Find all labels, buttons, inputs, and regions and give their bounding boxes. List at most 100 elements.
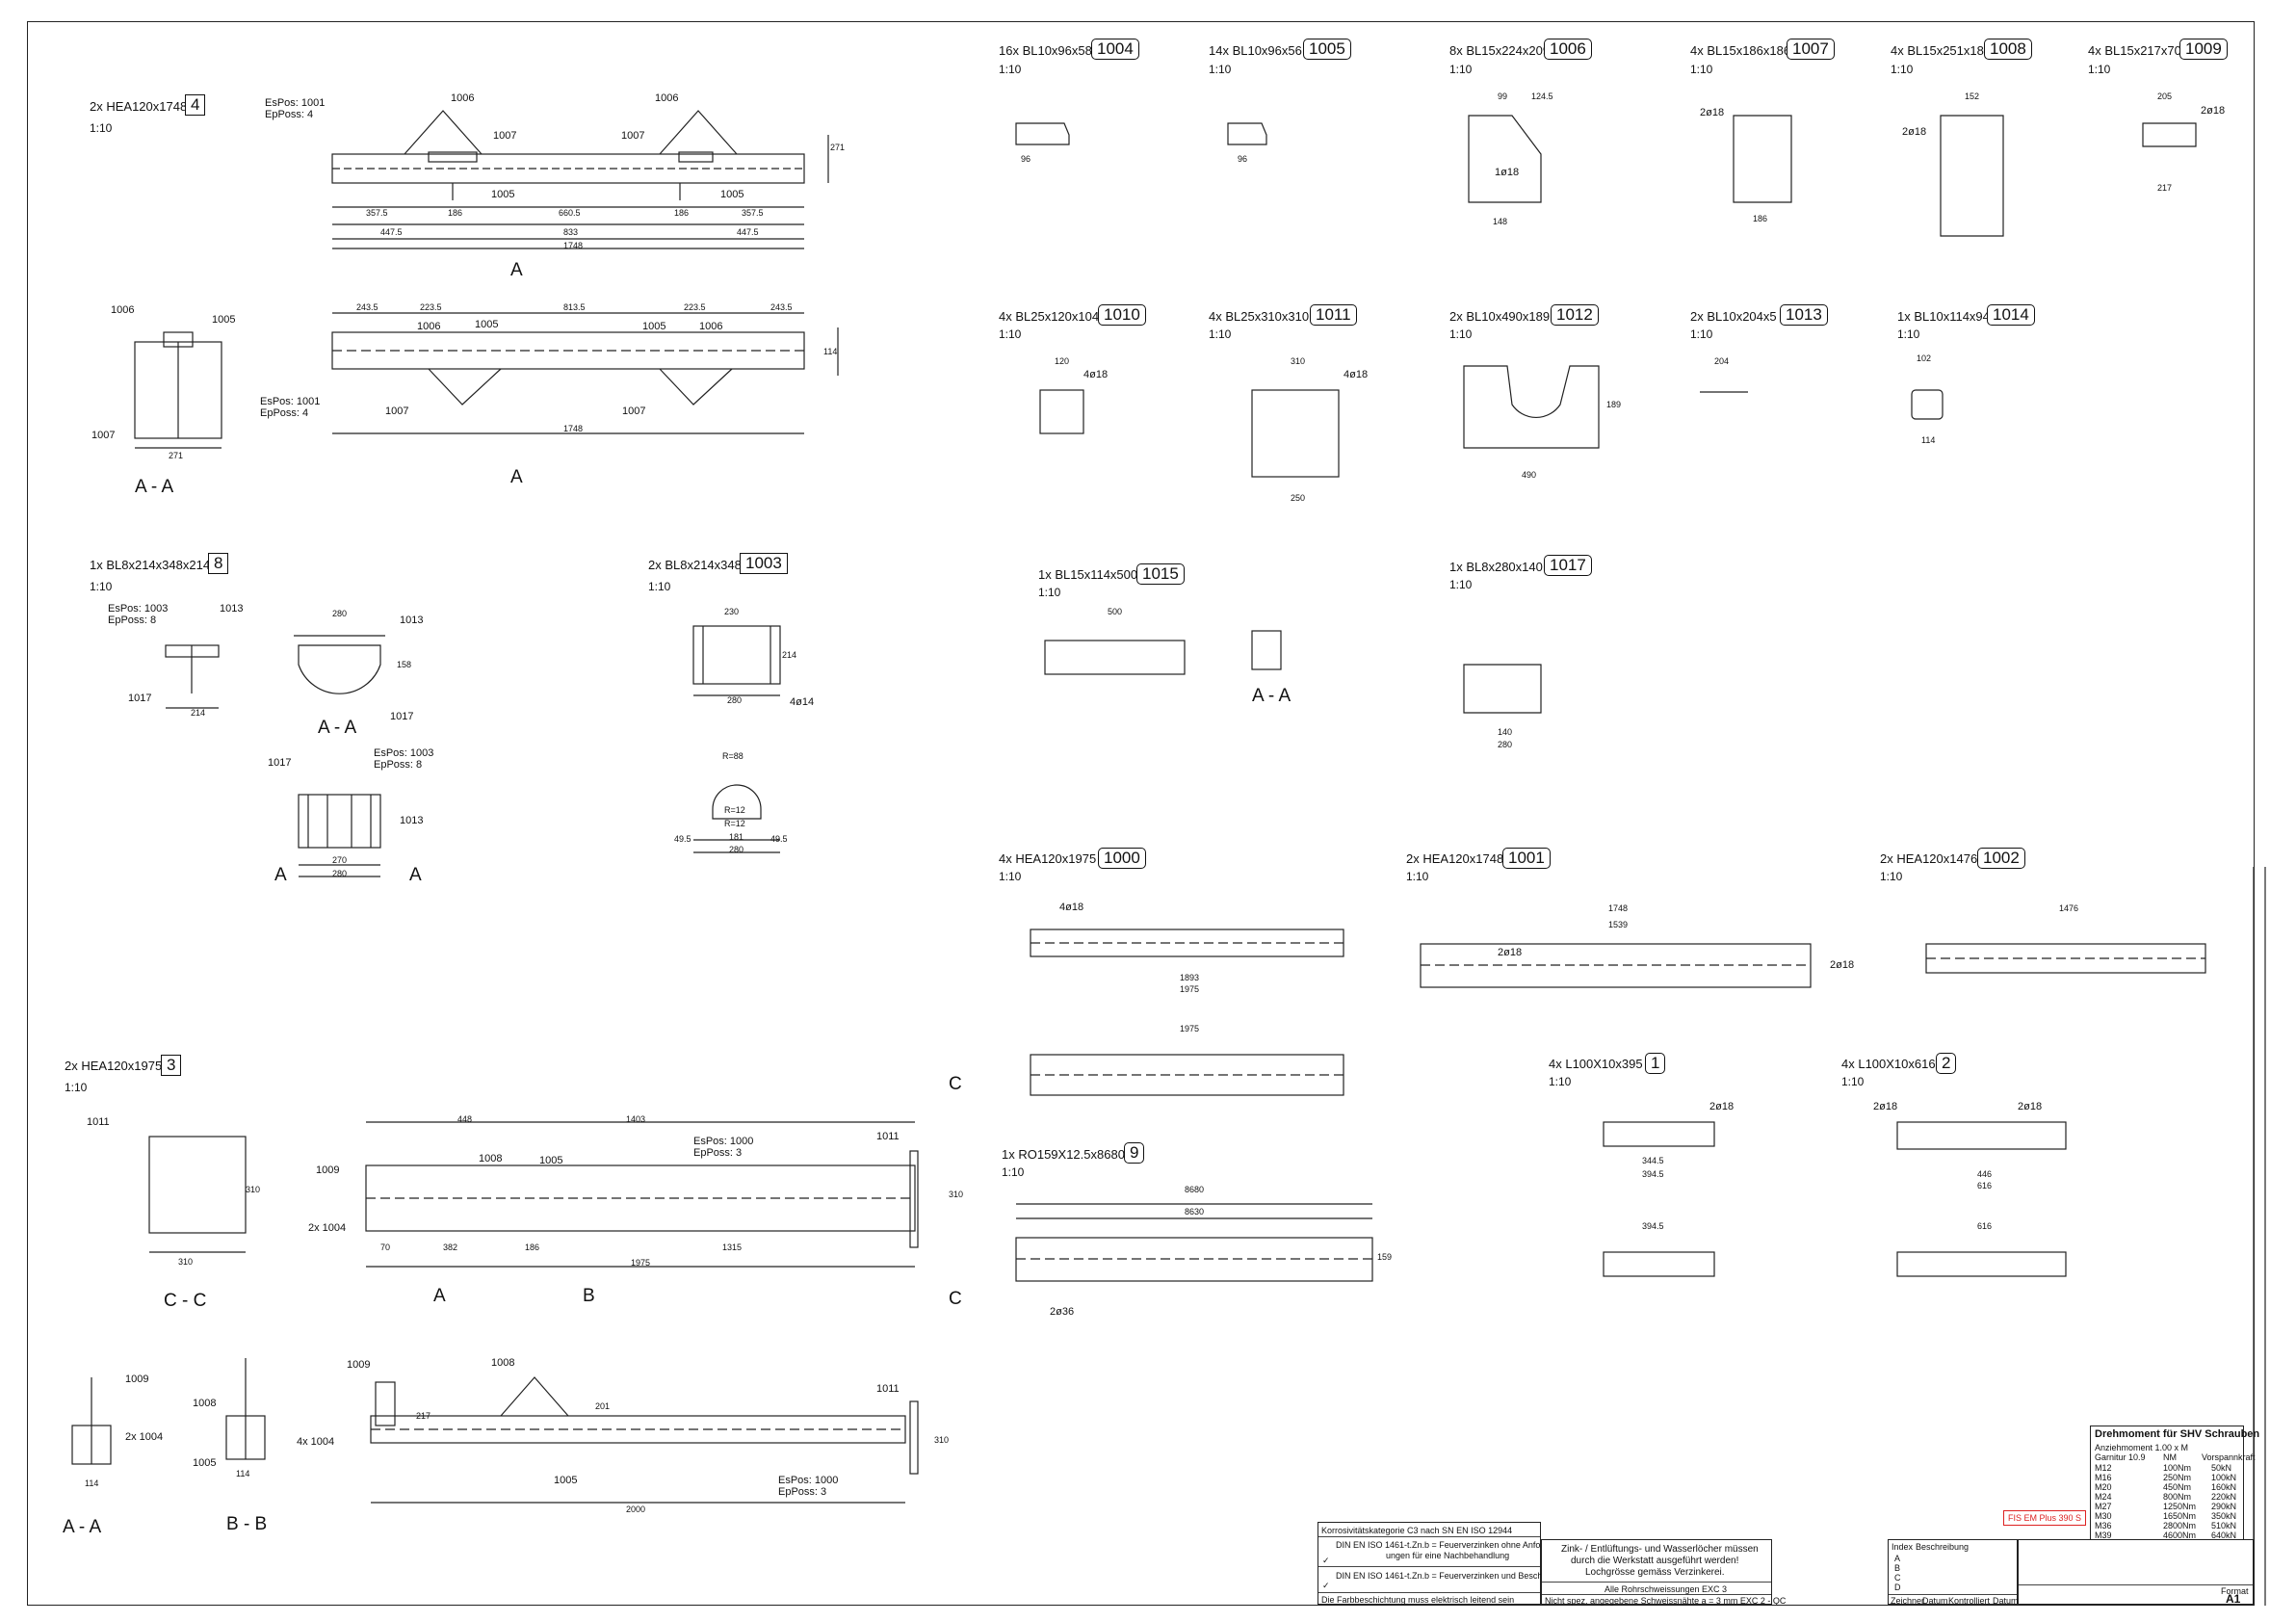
hole-callout: 4ø18 bbox=[1344, 369, 1369, 380]
part-title: 2x HEA120x1975 bbox=[65, 1059, 163, 1073]
torque-cell: 160kN bbox=[2211, 1482, 2237, 1492]
footer-label: Datum bbox=[1922, 1596, 1948, 1606]
part-title: 16x BL10x96x58 bbox=[999, 43, 1092, 58]
dimension: 1476 bbox=[2059, 903, 2079, 913]
dimension: 1975 bbox=[1180, 1024, 1200, 1033]
dimension: 158 bbox=[397, 660, 412, 669]
part-title: 4x BL25x120x104 bbox=[999, 309, 1100, 324]
part-title: 4x L100X10x395 bbox=[1549, 1057, 1643, 1071]
note-korrosion: Korrosivitätskategorie C3 nach SN EN ISO… bbox=[1321, 1526, 1513, 1535]
part-number-box: 1015 bbox=[1136, 563, 1185, 585]
shop-note: Zink- / Entlüftungs- und Wasserlöcher mü… bbox=[1561, 1544, 1759, 1555]
dimension: 271 bbox=[830, 143, 846, 152]
dimension: 1975 bbox=[1180, 984, 1200, 994]
dimension: 250 bbox=[1291, 493, 1306, 503]
torque-cell: M27 bbox=[2095, 1502, 2112, 1511]
dimension: 447.5 bbox=[737, 227, 759, 237]
plate-sketches bbox=[1015, 115, 2197, 714]
part-title: 4x L100X10x616 bbox=[1841, 1057, 1936, 1071]
part-title: 2x HEA120x1748 bbox=[90, 99, 188, 114]
torque-cell: 50kN bbox=[2211, 1463, 2232, 1473]
part-title: 2x HEA120x1748 bbox=[1406, 851, 1504, 866]
part-number-box: 1008 bbox=[1984, 39, 2032, 60]
eposs-label: EpPoss: 4 bbox=[265, 109, 314, 120]
part-number-box: 1013 bbox=[1780, 304, 1828, 326]
hole-callout: 2ø18 bbox=[1902, 126, 1927, 138]
dimension: 382 bbox=[443, 1243, 458, 1252]
ref-1006: 1006 bbox=[451, 92, 475, 104]
dimension: 223.5 bbox=[684, 302, 706, 312]
hole-callout: 4ø18 bbox=[1083, 369, 1109, 380]
dimension: 357.5 bbox=[366, 208, 388, 218]
scale-label: 1:10 bbox=[648, 580, 671, 593]
part-title: 1x RO159X12.5x8680 bbox=[1002, 1147, 1125, 1162]
torque-cell: M16 bbox=[2095, 1473, 2112, 1482]
eposs-label: EpPoss: 8 bbox=[374, 759, 423, 771]
hole-callout: 2ø36 bbox=[1050, 1306, 1075, 1318]
section-label: A - A bbox=[318, 718, 357, 738]
part-title: 4x BL15x217x70 bbox=[2088, 43, 2181, 58]
part-number-box: 1002 bbox=[1977, 848, 2025, 869]
ref-1007: 1007 bbox=[621, 130, 645, 142]
ref-1006: 1006 bbox=[417, 321, 441, 332]
dimension: 280 bbox=[729, 845, 744, 854]
dimension: 500 bbox=[1108, 607, 1123, 616]
part-title: 4x BL15x186x186 bbox=[1690, 43, 1791, 58]
espos-label: EsPos: 1001 bbox=[265, 97, 326, 109]
dimension: 280 bbox=[332, 869, 348, 878]
part-4-plan bbox=[331, 312, 839, 434]
dimension: 204 bbox=[1714, 356, 1730, 366]
torque-cell: 4600Nm bbox=[2163, 1530, 2197, 1540]
part-title: 14x BL10x96x56 bbox=[1209, 43, 1302, 58]
part-number-box: 1006 bbox=[1544, 39, 1592, 60]
revision-index: B bbox=[1894, 1563, 1901, 1573]
scale-label: 1:10 bbox=[1038, 586, 1061, 599]
hole-callout: 2ø18 bbox=[1873, 1101, 1898, 1112]
dimension: 1748 bbox=[563, 241, 584, 250]
part-title: 1x BL8x280x140 bbox=[1449, 560, 1543, 574]
drawing-frame bbox=[27, 21, 2255, 1606]
revision-index: D bbox=[1894, 1583, 1901, 1592]
format-caption: Format bbox=[2221, 1586, 2249, 1596]
eposs-label: EpPoss: 4 bbox=[260, 407, 309, 419]
dimension: 189 bbox=[1606, 400, 1622, 409]
ref-1005: 1005 bbox=[193, 1457, 217, 1469]
cut-marker-a: A bbox=[433, 1286, 446, 1306]
part-number-box: 1017 bbox=[1544, 555, 1592, 576]
dimension: 96 bbox=[1021, 154, 1031, 164]
dimension: 344.5 bbox=[1642, 1156, 1664, 1165]
title-block-lines bbox=[2253, 867, 2266, 1606]
part-number-box: 1009 bbox=[2179, 39, 2228, 60]
scale-label: 1:10 bbox=[1690, 327, 1713, 341]
scale-label: 1:10 bbox=[1449, 578, 1473, 591]
dimension: 205 bbox=[2157, 92, 2173, 101]
hole-callout: 2ø18 bbox=[1498, 947, 1523, 958]
ref-1011: 1011 bbox=[87, 1116, 110, 1128]
dimension: 99 bbox=[1498, 92, 1508, 101]
hole-callout: 4ø18 bbox=[1059, 902, 1084, 913]
scale-label: 1:10 bbox=[1891, 63, 1914, 76]
dimension: 270 bbox=[332, 855, 348, 865]
footer-label: Datum bbox=[1993, 1596, 2019, 1606]
dimension: 310 bbox=[949, 1190, 964, 1199]
radius-callout: R=88 bbox=[722, 751, 744, 761]
shop-note: Lochgrösse gemäss Verzinkerei. bbox=[1585, 1567, 1725, 1578]
revision-index: C bbox=[1894, 1573, 1901, 1583]
weld-note: Alle Rohrschweissungen EXC 3 bbox=[1605, 1584, 1728, 1594]
part-number-box: 1007 bbox=[1787, 39, 1835, 60]
part-title: 1x BL8x214x348x214 bbox=[90, 558, 211, 572]
torque-cell: M36 bbox=[2095, 1521, 2112, 1530]
part-number-box: 9 bbox=[1124, 1142, 1145, 1164]
pipe-9 bbox=[1015, 1203, 1373, 1282]
scale-label: 1:10 bbox=[1897, 327, 1920, 341]
hole-callout: 2ø18 bbox=[1700, 107, 1725, 118]
part-title: 8x BL15x224x209 bbox=[1449, 43, 1551, 58]
scale-label: 1:10 bbox=[2088, 63, 2111, 76]
dimension: 2000 bbox=[626, 1504, 646, 1514]
ref-1011: 1011 bbox=[876, 1131, 900, 1142]
dimension: 1403 bbox=[626, 1114, 646, 1124]
part-number-box: 1 bbox=[1645, 1053, 1666, 1074]
ref-1017: 1017 bbox=[390, 711, 414, 722]
dimension: 243.5 bbox=[770, 302, 793, 312]
